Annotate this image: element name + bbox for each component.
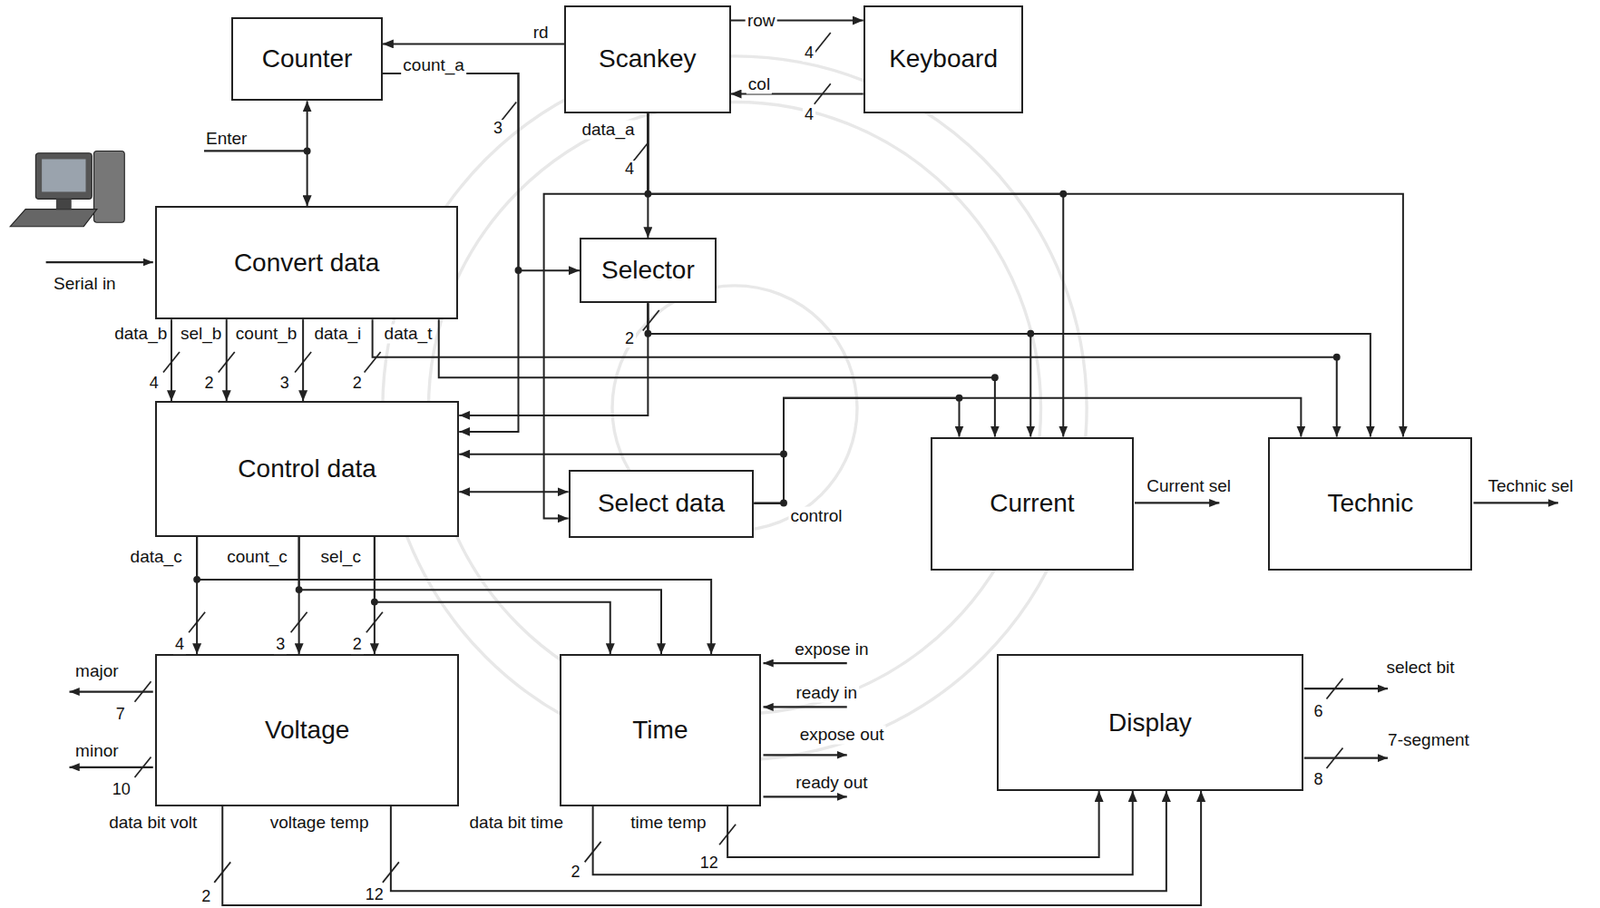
process-box: Current [930,437,1134,571]
signal-connector [458,302,648,416]
bus-width: 2 [623,330,636,349]
process-box: Display [996,653,1304,791]
bus-width: 2 [351,635,364,654]
bus-width: 8 [1311,770,1325,790]
box-title: Convert data [228,248,385,278]
process-box: Select data [568,469,755,538]
signal-name: expose in [792,639,870,659]
box-title: Selector [595,255,701,285]
signal-connector [647,302,1031,437]
signal-connector [753,398,959,504]
signal-name: voltage temp [268,812,371,832]
box-title: Voltage [259,715,355,745]
signal-connector [647,113,1404,438]
bus-width: 3 [491,119,505,138]
box-title: Technic [1321,488,1419,518]
signal-name: data_b [112,323,169,343]
signal-name: select bit [1385,657,1457,677]
box-title: Select data [592,488,731,518]
box-title: Time [626,715,693,745]
signal-name: count_a [400,56,467,76]
bus-width: 4 [623,160,636,179]
signal-name: 7-segment [1385,730,1472,750]
box-title: Control data [232,454,382,484]
bus-width: 2 [351,374,364,393]
signal-connector [374,536,611,654]
process-box: Keyboard [863,5,1025,114]
process-box: Time [559,653,762,807]
signal-name: expose out [798,725,887,745]
bus-width: 2 [199,887,213,907]
bus-width: 4 [147,374,161,393]
signal-connector [302,319,304,401]
bus-width: 6 [1311,702,1325,722]
signal-name: major [73,662,121,682]
bus-slashes [135,32,1344,883]
signal-connector [196,536,712,654]
signal-name: ready in [793,682,859,703]
signal-connector [372,319,1337,437]
signal-connector [439,319,996,437]
box-title: Keyboard [883,44,1004,74]
box-title: Current [984,488,1080,518]
bus-width: 3 [278,374,292,393]
signal-connector [390,790,1167,891]
signal-name: col [746,75,772,95]
signal-connector [458,490,568,493]
signal-connector [306,100,309,206]
signal-connector [222,790,1201,906]
signal-name: sel_c [319,547,363,567]
signal-name: sel_b [178,323,224,343]
signal-connector [544,113,649,519]
bus-width: 4 [802,106,816,125]
signal-name: data bit time [468,812,566,832]
signal-name: count_c [224,547,290,567]
process-box: Convert data [155,205,459,320]
signal-name: data_t [382,323,435,343]
signal-name: count_b [234,323,300,343]
signal-name: rd [531,23,551,43]
bus-width: 12 [698,854,721,873]
signal-connector [225,319,228,401]
signal-connector [647,302,1371,437]
signal-connector [170,319,173,401]
bus-width: 10 [110,780,133,800]
box-title: Scankey [593,44,702,74]
signal-name: data_i [312,323,363,343]
bus-width: 4 [802,44,816,63]
signal-name: Enter [204,129,249,149]
signal-name: ready out [793,772,869,792]
bus-width: 2 [203,374,216,393]
signal-name: Serial in [51,273,118,293]
bus-width: 3 [273,635,287,654]
signal-name: data_c [128,547,185,567]
signal-connector [727,790,1100,858]
process-box: Scankey [564,5,731,114]
signal-name: Technic sel [1486,476,1576,496]
bus-width: 7 [114,705,127,724]
bus-width: 12 [363,886,386,905]
signal-name: data bit volt [107,812,199,832]
process-box: Voltage [155,653,459,807]
signal-name: time temp [628,812,708,832]
process-box: Counter [231,17,383,101]
computer-icon [9,150,125,226]
signal-connector [382,42,565,45]
bus-width: 2 [568,863,582,882]
signal-name: Current sel [1144,476,1233,496]
signal-name: row [745,10,778,30]
process-box: Control data [155,400,459,537]
bus-width: 4 [173,635,186,654]
signal-connector [299,536,662,654]
signal-name: data_a [579,119,636,139]
process-box: Technic [1268,437,1473,571]
box-title: Counter [256,44,359,74]
signal-name: minor [73,741,121,761]
process-box: Selector [579,237,717,303]
box-title: Display [1102,708,1198,738]
signal-name: control [788,507,844,527]
